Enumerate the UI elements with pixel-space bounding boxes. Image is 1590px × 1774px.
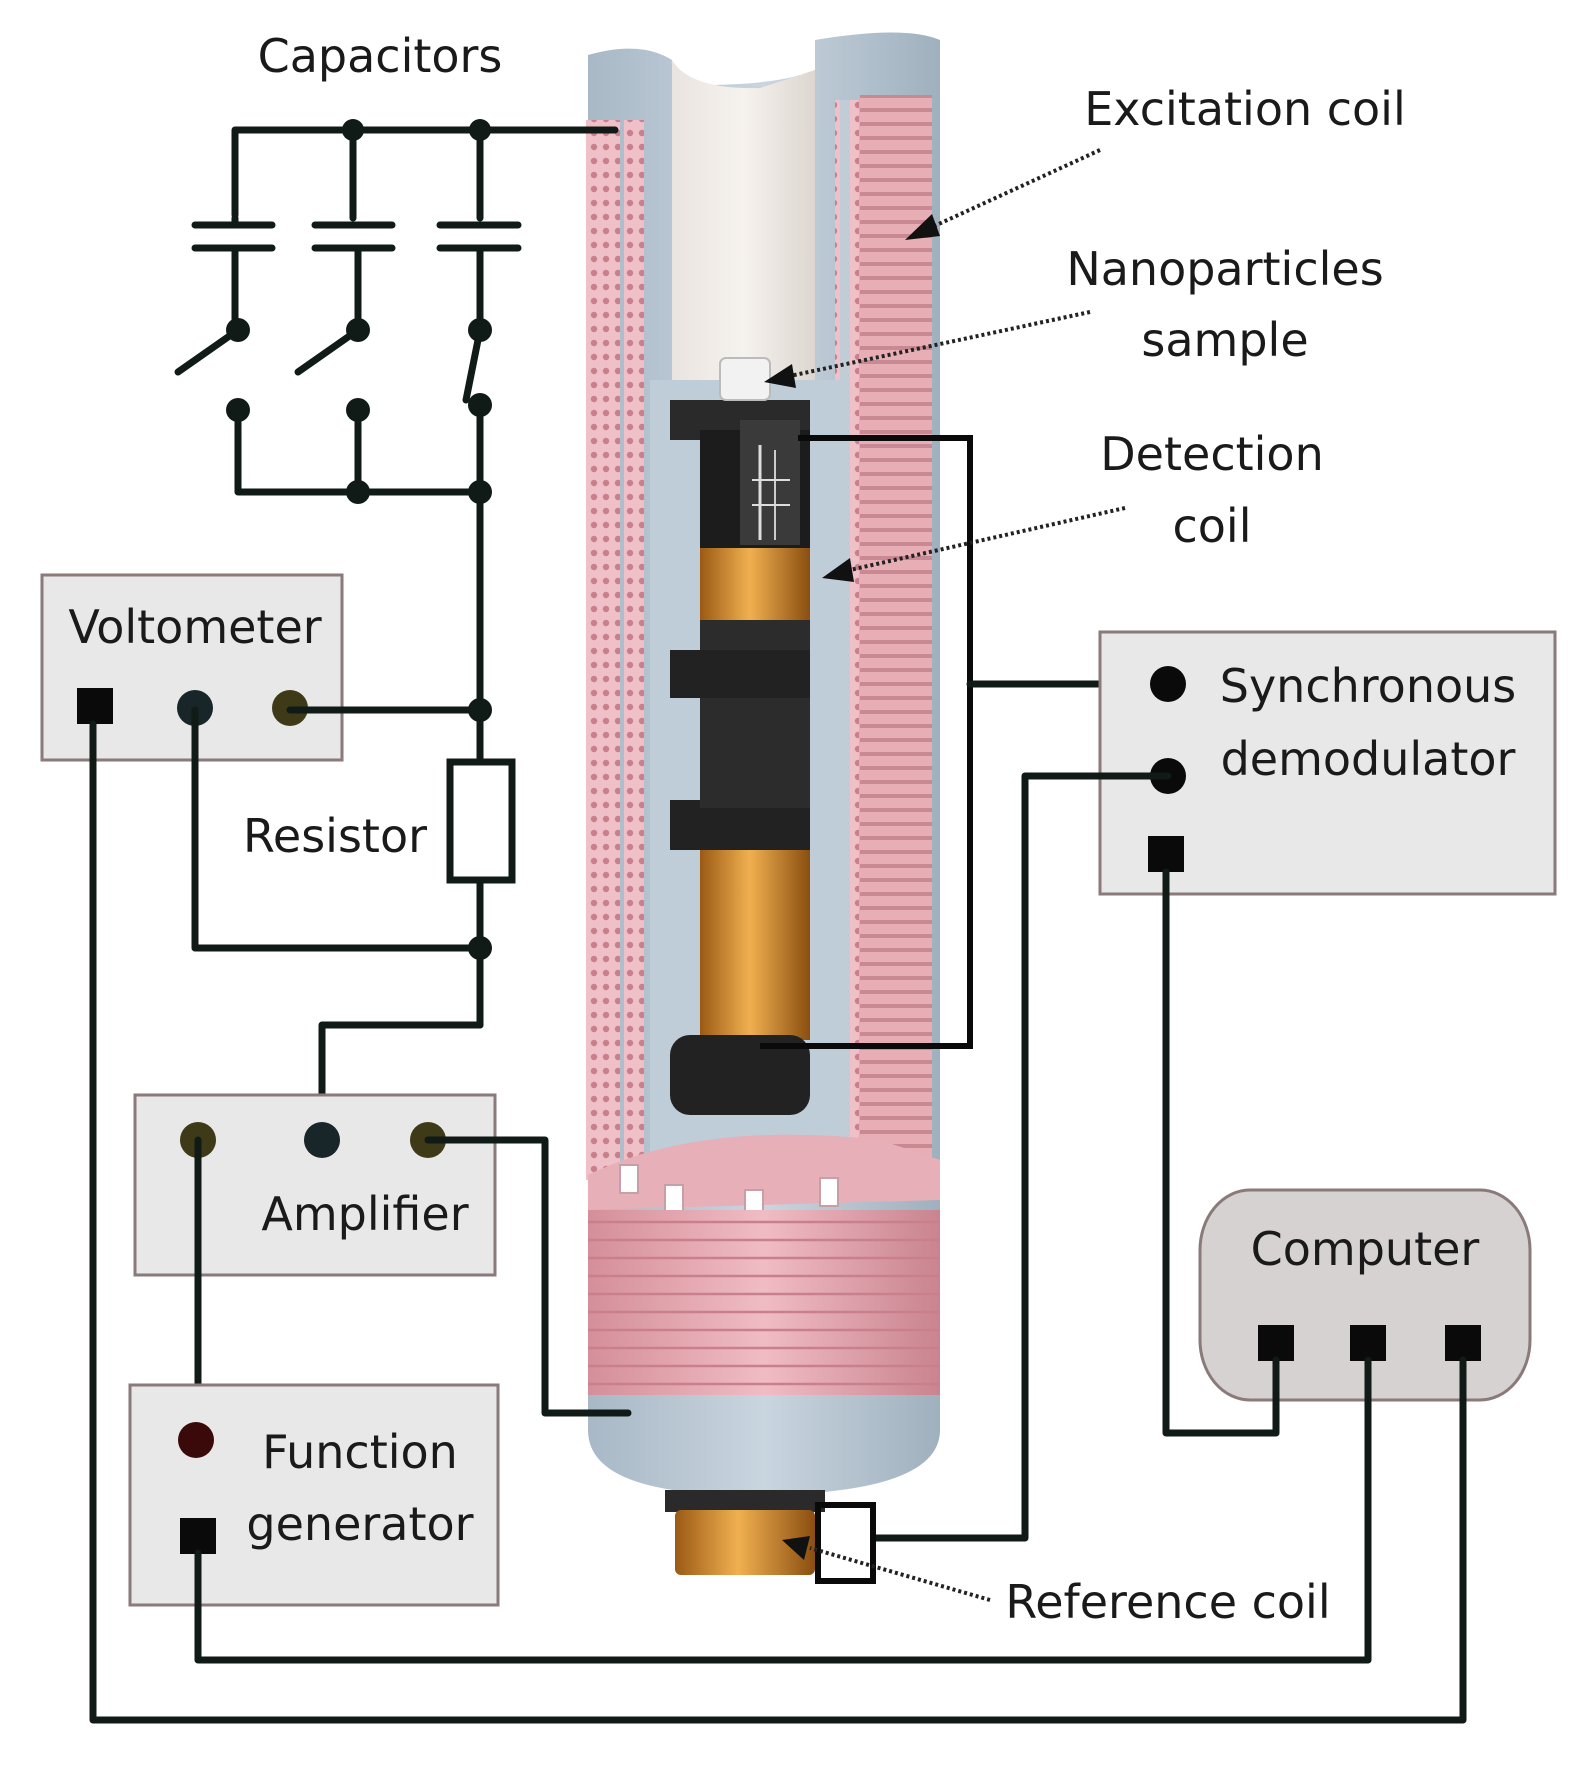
amplifier-port-mid bbox=[304, 1122, 340, 1158]
computer-port-1 bbox=[1258, 1325, 1294, 1361]
capacitor-bank bbox=[174, 119, 619, 714]
label-synchronous-line1: Synchronous bbox=[1220, 659, 1516, 713]
excitation-coil-right bbox=[860, 95, 932, 1180]
label-detection-line1: Detection bbox=[1100, 427, 1323, 481]
coil-terminals bbox=[619, 1164, 839, 1219]
label-voltometer: Voltometer bbox=[68, 600, 321, 654]
function-generator-port-square bbox=[180, 1518, 216, 1554]
label-excitation-coil: Excitation coil bbox=[1084, 82, 1406, 136]
computer-port-2 bbox=[1350, 1325, 1386, 1361]
function-generator-port-red bbox=[178, 1422, 214, 1458]
demodulator-port-1 bbox=[1150, 666, 1186, 702]
tube-assembly bbox=[586, 32, 940, 1575]
capacitor-2 bbox=[311, 221, 396, 252]
capacitor-1 bbox=[191, 221, 276, 252]
pointer-reference-coil bbox=[782, 1536, 991, 1602]
amplifier bbox=[133, 1093, 497, 1277]
label-function-line1: Function bbox=[262, 1425, 458, 1479]
switch-2 bbox=[294, 318, 370, 422]
bottom-coil-windings bbox=[588, 1220, 940, 1386]
computer-port-3 bbox=[1445, 1325, 1481, 1361]
label-synchronous-line2: demodulator bbox=[1221, 732, 1516, 786]
label-amplifier: Amplifier bbox=[261, 1187, 468, 1241]
label-nanoparticles-line2: sample bbox=[1141, 313, 1308, 367]
pointer-nanoparticles bbox=[764, 310, 1091, 388]
reference-coil bbox=[675, 1510, 815, 1575]
pointer-detection-coil bbox=[822, 506, 1126, 582]
label-resistor: Resistor bbox=[243, 809, 427, 863]
nanoparticles-sample bbox=[719, 357, 771, 401]
switch-1 bbox=[174, 318, 250, 422]
capacitor-3 bbox=[436, 221, 522, 252]
reference-coil-lead bbox=[815, 1502, 876, 1584]
synchronous-demodulator bbox=[1098, 630, 1557, 896]
label-reference-coil: Reference coil bbox=[1005, 1575, 1330, 1629]
function-generator bbox=[128, 1383, 500, 1607]
resistor bbox=[446, 758, 516, 884]
reference-coil-cap bbox=[665, 1490, 825, 1512]
detection-coil-holder bbox=[670, 400, 810, 1115]
demodulator-port-square bbox=[1148, 836, 1184, 872]
label-detection-line2: coil bbox=[1173, 499, 1252, 553]
excitation-coil-left-inner bbox=[624, 120, 644, 1180]
label-capacitors: Capacitors bbox=[258, 29, 503, 83]
computer bbox=[1198, 1188, 1532, 1402]
label-nanoparticles-line1: Nanoparticles bbox=[1066, 242, 1383, 296]
voltometer-port-square bbox=[77, 688, 113, 724]
pointer-excitation-coil bbox=[905, 148, 1101, 240]
excitation-coil-left bbox=[586, 120, 620, 1180]
label-computer: Computer bbox=[1251, 1222, 1480, 1276]
label-function-line2: generator bbox=[246, 1497, 473, 1551]
